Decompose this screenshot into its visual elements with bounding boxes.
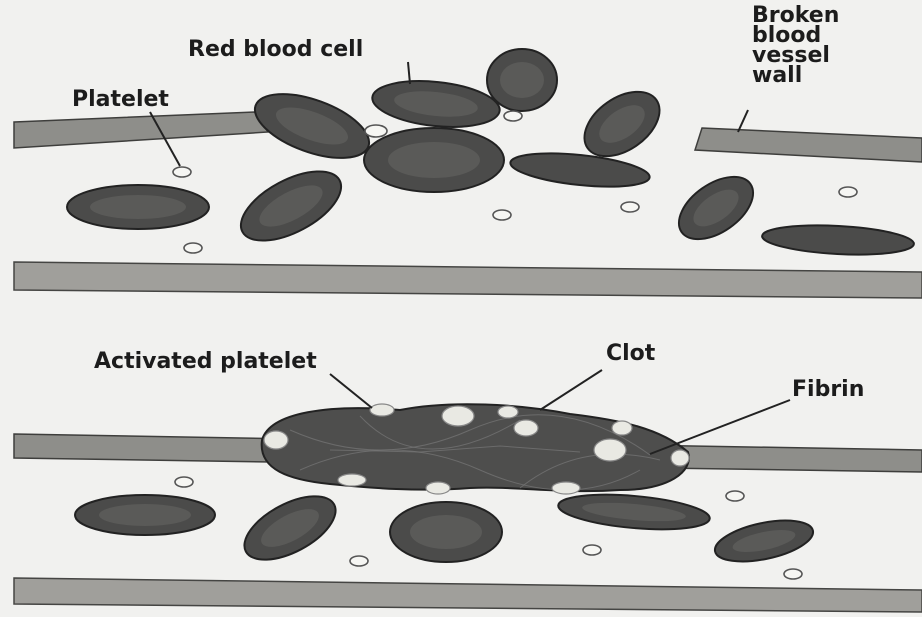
red-blood-cell	[509, 148, 651, 192]
red-blood-cell	[230, 157, 352, 255]
platelet	[184, 243, 202, 253]
activated-platelet	[264, 431, 288, 449]
label-activated-platelet: Activated platelet	[94, 349, 317, 374]
activated-platelet	[442, 406, 474, 426]
red-blood-cell	[67, 185, 209, 229]
platelet	[493, 210, 511, 220]
leader-clot	[540, 370, 602, 410]
platelet	[726, 491, 744, 501]
vessel-wall-lower	[14, 262, 922, 298]
red-blood-cell	[370, 75, 502, 132]
activated-platelet	[370, 404, 394, 416]
red-blood-cell	[668, 164, 764, 251]
leader-broken-wall	[738, 110, 748, 132]
platelet	[839, 187, 857, 197]
activated-platelet	[498, 406, 518, 418]
platelet	[365, 125, 387, 137]
activated-platelet	[671, 450, 689, 466]
platelet	[621, 202, 639, 212]
red-blood-cell	[390, 502, 502, 562]
activated-platelet	[426, 482, 450, 494]
label-broken-wall-line-4: wall	[752, 63, 802, 88]
label-fibrin: Fibrin	[792, 377, 864, 402]
platelet	[583, 545, 601, 555]
activated-platelet	[338, 474, 366, 486]
label-clot: Clot	[606, 341, 656, 366]
red-blood-cell	[247, 81, 378, 171]
label-red-blood-cell: Red blood cell	[188, 37, 363, 62]
red-blood-cell	[557, 489, 711, 534]
red-blood-cell	[761, 222, 914, 258]
vessel-wall-upper-right	[695, 128, 922, 162]
platelet	[350, 556, 368, 566]
red-blood-cell	[75, 495, 215, 535]
red-blood-cell	[711, 513, 816, 569]
platelet	[784, 569, 802, 579]
label-broken-wall: Broken blood vessel wall	[752, 3, 847, 88]
red-blood-cell	[235, 483, 346, 572]
vessel-wall-upper-left	[14, 112, 268, 148]
platelet	[175, 477, 193, 487]
top-panel: Red blood cell Platelet Broken blood ves…	[14, 3, 922, 298]
platelet	[504, 111, 522, 121]
red-blood-cell	[487, 49, 557, 111]
leader-activated-platelet	[330, 374, 372, 408]
bottom-panel: Activated platelet Clot Fibrin	[14, 341, 922, 612]
activated-platelet	[552, 482, 580, 494]
vessel-wall-lower	[14, 578, 922, 612]
activated-platelet	[594, 439, 626, 461]
platelet	[173, 167, 191, 177]
label-platelet: Platelet	[72, 87, 169, 112]
red-blood-cell	[364, 128, 504, 192]
activated-platelet	[514, 420, 538, 436]
activated-platelet	[612, 421, 632, 435]
